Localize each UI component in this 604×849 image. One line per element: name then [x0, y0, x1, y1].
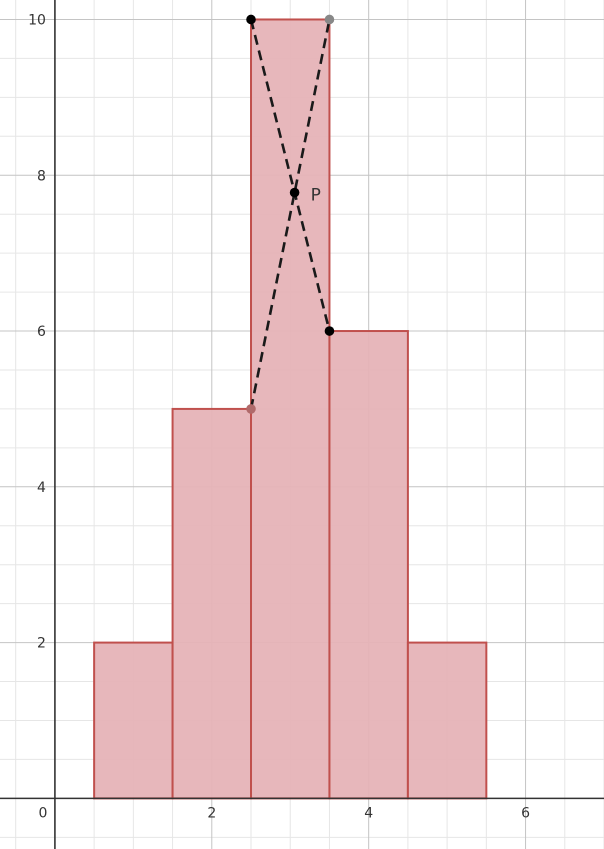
point	[324, 326, 335, 336]
points: P	[246, 14, 335, 414]
y-tick-label: 2	[37, 636, 46, 652]
x-tick-label: 6	[521, 805, 530, 821]
dashed-segments	[249, 19, 331, 410]
bar	[250, 18, 331, 800]
dashed-segment	[249, 19, 331, 410]
x-tick-label: 2	[207, 805, 216, 821]
bar	[93, 641, 174, 800]
point	[246, 404, 256, 414]
bars	[93, 18, 488, 800]
x-tick-label: 0	[38, 805, 47, 821]
point	[324, 14, 335, 25]
tick-labels: 0 2 4 6 2 4 6 8 10	[28, 12, 530, 821]
dashed-segment	[249, 19, 331, 332]
bar	[328, 330, 409, 800]
point	[246, 14, 256, 25]
bar	[406, 641, 488, 800]
y-tick-label: 8	[37, 168, 46, 184]
point-p	[289, 187, 300, 198]
y-tick-label: 6	[37, 324, 46, 340]
bar	[171, 407, 253, 800]
x-tick-label: 4	[364, 805, 373, 821]
point-label-p: P	[311, 186, 321, 206]
y-tick-label: 10	[28, 12, 46, 28]
y-tick-label: 4	[37, 480, 46, 496]
